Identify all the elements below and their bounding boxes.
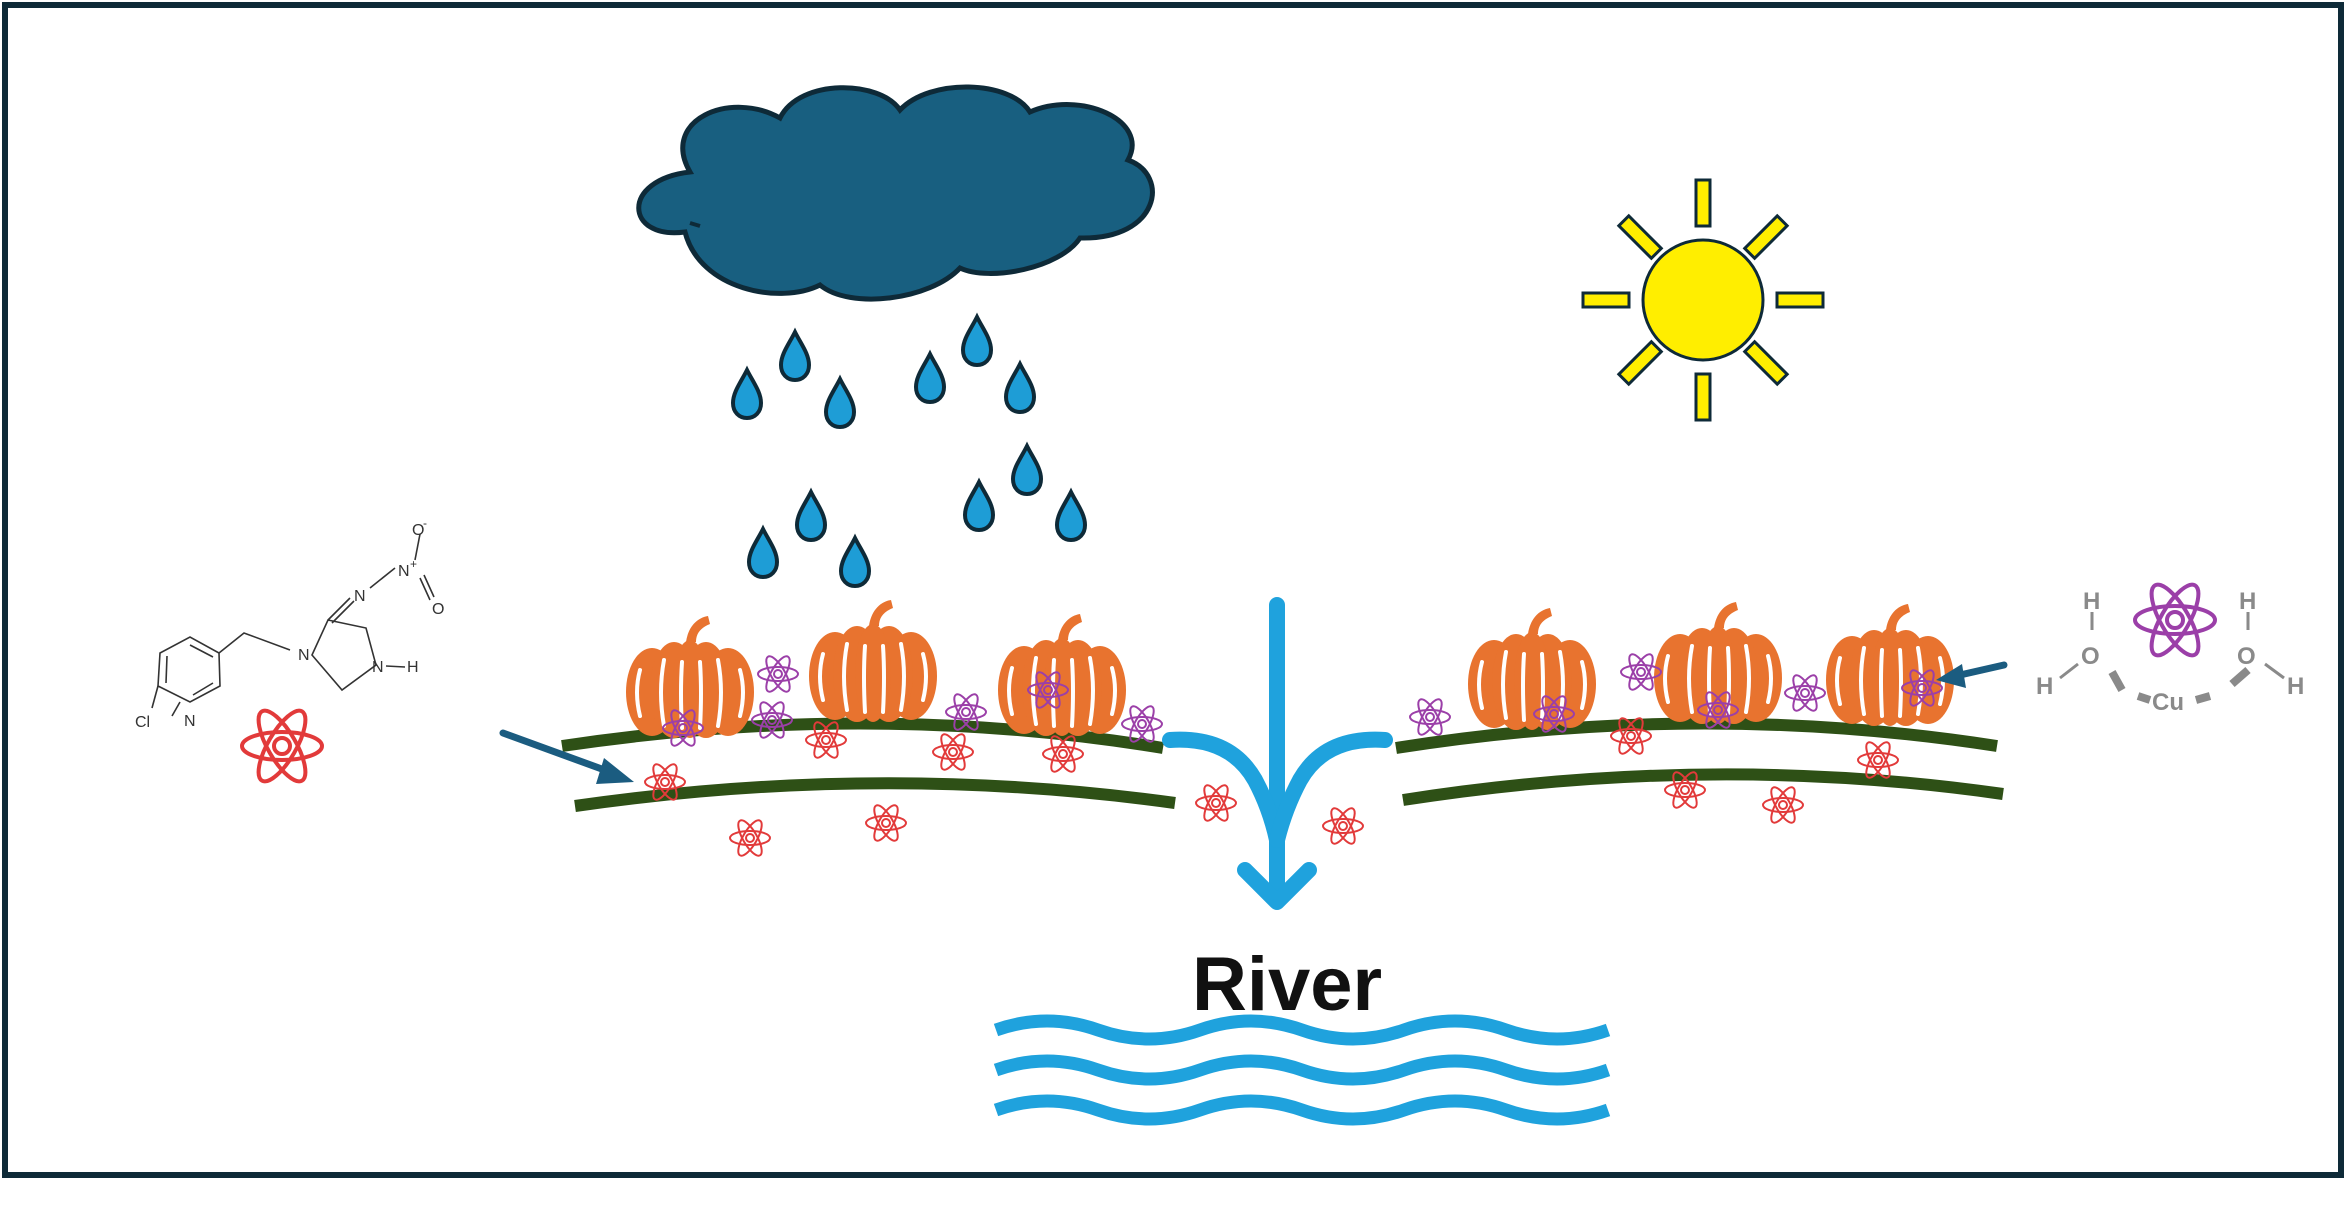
cloud-icon (636, 84, 1155, 302)
atom-cl: Cl (135, 714, 150, 731)
copper-atom-h4: H (2287, 673, 2304, 700)
river-waves-icon (993, 1014, 1611, 1126)
copper-atom-h3: H (2239, 588, 2256, 615)
river-label: River (1192, 942, 1382, 1027)
copper-arrow (1936, 661, 2008, 688)
imidacloprid-atom-labels: O - N + O N N H N N Cl (135, 516, 444, 731)
atom-charge-plus: + (410, 557, 417, 571)
atom-n-imine: N (354, 588, 366, 605)
pesticide-arrow (499, 729, 634, 784)
imidacloprid-molecule (151, 533, 435, 717)
atom-n-pyridine: N (184, 713, 196, 730)
atom-n-plus: N (398, 563, 410, 580)
frame-border (2, 2, 2344, 1178)
sun-icon (1581, 178, 1825, 422)
soil-top-right (1395, 717, 1998, 754)
runoff-flow-arrow (1162, 597, 1393, 910)
atom-n-amine: N (372, 659, 384, 676)
copper-complex: H O H Cu H O H (2036, 576, 2304, 716)
atom-n-ring: N (298, 647, 310, 664)
copper-atom-o2: O (2237, 643, 2256, 670)
soil-bottom-left (574, 777, 1176, 812)
atom-charge-minus: - (423, 516, 427, 530)
atom-o-minus: O (412, 522, 424, 539)
soil-bottom-right (1402, 768, 2004, 806)
atom-h: H (407, 659, 419, 676)
copper-atom-h1: H (2083, 588, 2100, 615)
copper-atom-o1: O (2081, 643, 2100, 670)
atom-o: O (432, 601, 444, 618)
copper-atom-cu: Cu (2152, 689, 2184, 716)
copper-atom-h2: H (2036, 673, 2053, 700)
